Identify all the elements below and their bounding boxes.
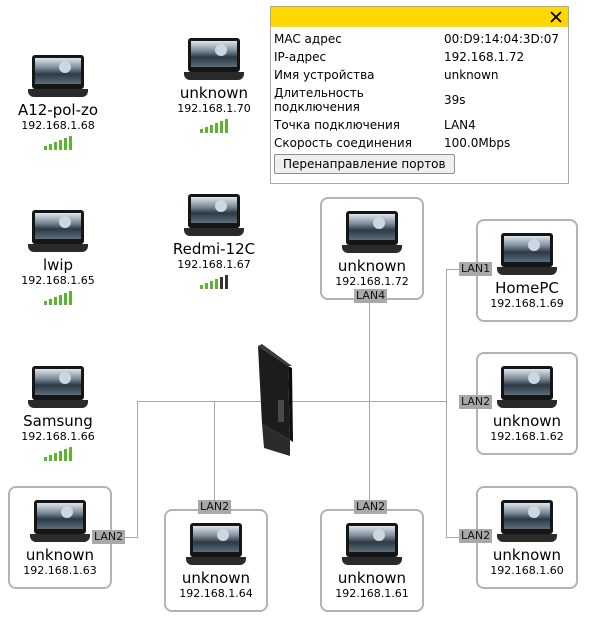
laptop-icon	[28, 210, 88, 256]
info-label: Точка подключения	[274, 118, 401, 132]
info-row: Скорость соединения 100.0Mbps	[274, 134, 559, 152]
device-name: unknown	[492, 546, 562, 564]
info-row: Длительность подключения 39s	[274, 84, 559, 116]
port-label: LAN2	[459, 395, 493, 409]
device-ip: 192.168.1.65	[21, 274, 95, 287]
laptop-icon	[497, 366, 557, 412]
port-label: LAN2	[92, 530, 126, 544]
laptop-icon	[342, 211, 402, 257]
info-value: unknown	[444, 68, 499, 82]
wireless-device[interactable]: A12-pol-zo 192.168.1.68	[8, 55, 108, 150]
port-label: LAN4	[354, 289, 388, 303]
info-label: Длительность подключения	[274, 86, 364, 114]
device-ip: 192.168.1.69	[490, 297, 564, 310]
wireless-device[interactable]: unknown 192.168.1.70	[163, 38, 265, 133]
device-info-panel: MAC адрес 00:D9:14:04:3D:07 IP-адрес 192…	[270, 6, 569, 184]
laptop-icon	[184, 194, 244, 240]
info-value: LAN4	[444, 118, 476, 132]
info-row: MAC адрес 00:D9:14:04:3D:07	[274, 30, 559, 48]
device-name: unknown	[179, 84, 249, 102]
router-icon[interactable]	[250, 344, 294, 458]
info-value: 00:D9:14:04:3D:07	[444, 32, 560, 46]
laptop-icon	[186, 523, 246, 569]
info-row: IP-адрес 192.168.1.72	[274, 48, 559, 66]
device-name: Samsung	[23, 412, 93, 430]
device-ip: 192.168.1.63	[23, 564, 97, 577]
device-name: unknown	[181, 569, 251, 587]
device-name: unknown	[492, 412, 562, 430]
signal-strength-icon	[8, 136, 108, 150]
device-ip: 192.168.1.60	[490, 564, 564, 577]
wireless-device[interactable]: lwip 192.168.1.65	[8, 210, 108, 305]
info-row: Имя устройства unknown	[274, 66, 559, 84]
wired-device[interactable]: unknown 192.168.1.60	[476, 486, 578, 589]
device-name: unknown	[337, 569, 407, 587]
port-label: LAN1	[459, 262, 493, 276]
info-row: Точка подключения LAN4	[274, 116, 559, 134]
device-ip: 192.168.1.62	[490, 430, 564, 443]
wired-device[interactable]: unknown 192.168.1.62	[476, 352, 578, 455]
laptop-icon	[28, 55, 88, 101]
info-label: IP-адрес	[274, 50, 327, 64]
info-panel-header	[271, 7, 568, 27]
info-value: 100.0Mbps	[444, 136, 511, 150]
device-ip: 192.168.1.66	[21, 430, 95, 443]
info-table: MAC адрес 00:D9:14:04:3D:07 IP-адрес 192…	[274, 30, 559, 152]
port-forwarding-button[interactable]: Перенаправление портов	[274, 154, 455, 174]
link-line	[369, 300, 370, 512]
device-ip: 192.168.1.64	[179, 587, 253, 600]
device-name: Redmi-12C	[172, 240, 256, 258]
laptop-icon	[184, 38, 244, 84]
device-name: A12-pol-zo	[17, 101, 99, 119]
signal-strength-icon	[163, 119, 265, 133]
wireless-device[interactable]: Redmi-12C 192.168.1.67	[163, 194, 265, 289]
laptop-icon	[497, 500, 557, 546]
device-name: unknown	[25, 546, 95, 564]
info-label: Скорость соединения	[274, 136, 412, 150]
wired-device[interactable]: unknown 192.168.1.72	[320, 197, 424, 300]
port-label: LAN2	[198, 500, 232, 514]
port-label: LAN2	[459, 529, 493, 543]
device-name: lwip	[42, 256, 74, 274]
device-ip: 192.168.1.72	[335, 275, 409, 288]
signal-strength-icon	[8, 291, 108, 305]
device-name: HomePC	[495, 279, 559, 297]
device-ip: 192.168.1.68	[21, 119, 95, 132]
link-line	[446, 269, 447, 537]
link-line	[137, 401, 138, 538]
laptop-icon	[342, 523, 402, 569]
close-icon[interactable]	[548, 9, 564, 25]
device-ip: 192.168.1.67	[177, 258, 251, 271]
port-label: LAN2	[354, 500, 388, 514]
device-name: unknown	[337, 257, 407, 275]
info-value: 39s	[444, 93, 466, 107]
wireless-device[interactable]: Samsung 192.168.1.66	[8, 366, 108, 461]
info-label: MAC адрес	[274, 32, 342, 46]
info-label: Имя устройства	[274, 68, 375, 82]
link-line	[124, 537, 138, 538]
wired-device[interactable]: unknown 192.168.1.61	[320, 509, 424, 612]
wired-device[interactable]: unknown 192.168.1.64	[164, 509, 268, 612]
device-ip: 192.168.1.70	[177, 102, 251, 115]
link-line	[214, 401, 215, 513]
laptop-icon	[497, 233, 557, 279]
signal-strength-icon	[163, 275, 265, 289]
device-ip: 192.168.1.61	[335, 587, 409, 600]
laptop-icon	[28, 366, 88, 412]
info-value: 192.168.1.72	[444, 50, 525, 64]
laptop-icon	[30, 500, 90, 546]
signal-strength-icon	[8, 447, 108, 461]
